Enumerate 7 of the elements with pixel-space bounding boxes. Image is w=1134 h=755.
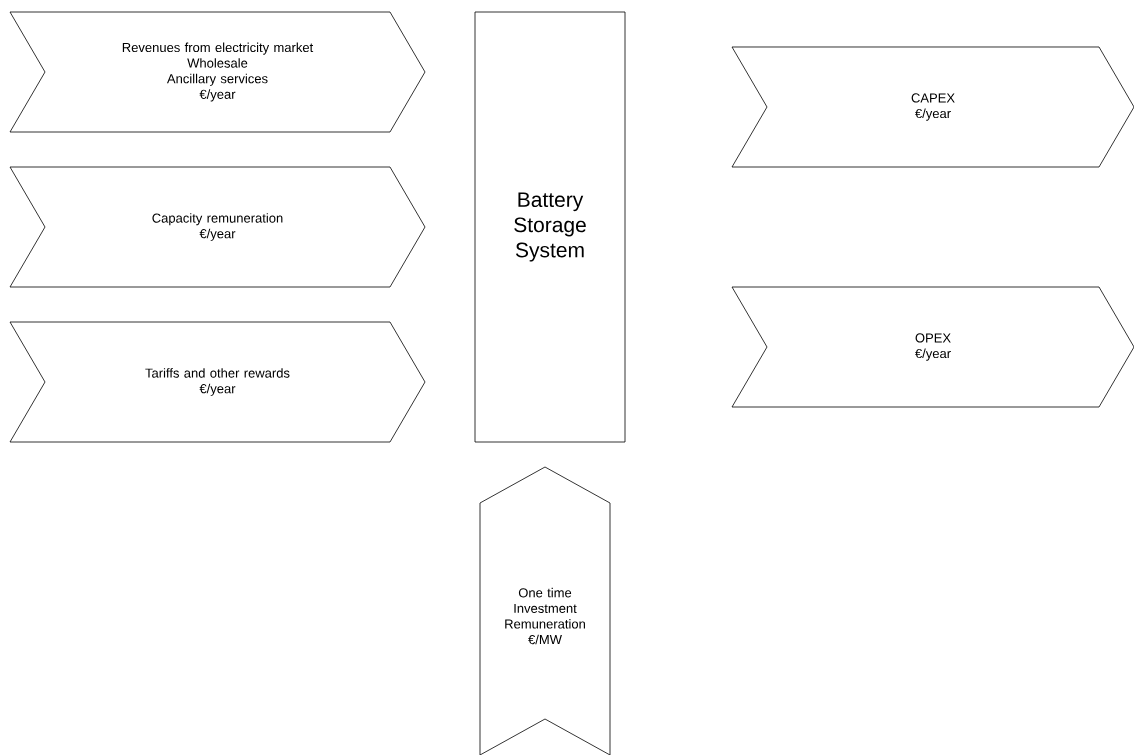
chevron-banner: Capacity remuneration €/year — [9, 166, 426, 288]
chevron-banner: One time Investment Remuneration €/MW — [479, 466, 611, 755]
storage-box: Battery Storage System — [474, 11, 626, 443]
chevron-banner: CAPEX €/year — [731, 46, 1134, 168]
chevron-banner: Tariffs and other rewards €/year — [9, 321, 426, 443]
chevron-banner: Revenues from electricity market Wholesale Ancillary services €/year — [9, 11, 426, 133]
chevron-banner: OPEX €/year — [731, 286, 1134, 408]
